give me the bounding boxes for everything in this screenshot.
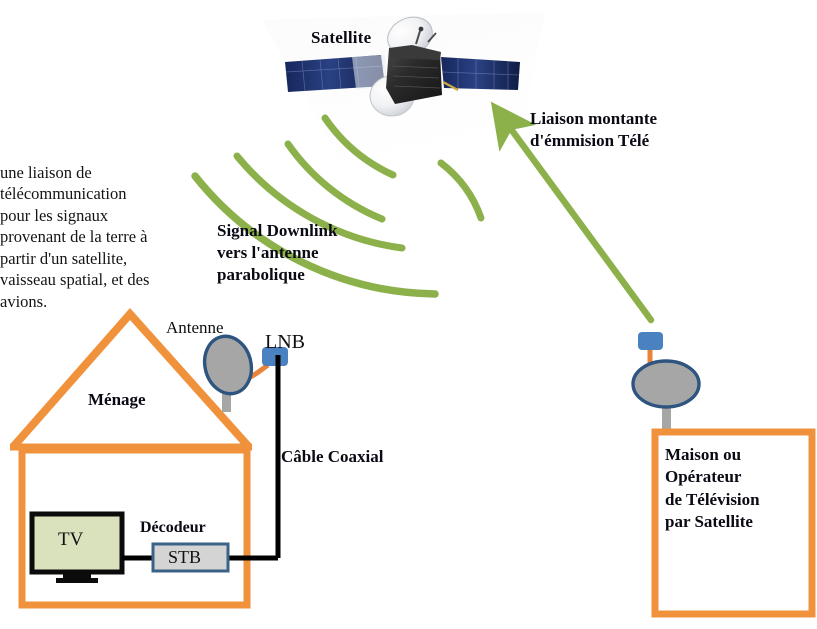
tv-stand-base [56, 578, 98, 583]
signal-arcs-group [437, 159, 485, 222]
satellite-body [386, 26, 459, 104]
solar-panel-right [441, 57, 520, 90]
operator-box [651, 428, 816, 618]
satellite-graphic [285, 16, 520, 117]
solar-panel-left [285, 55, 387, 92]
house-dish [202, 334, 254, 396]
house-lnb-box [262, 347, 288, 366]
uplink-label: Liaison montante d'émmision Télé [530, 109, 658, 151]
house-roof [9, 307, 252, 450]
coaxial-cable-label: Câble Coaxial [281, 447, 384, 466]
downlink-arc-1 [321, 114, 397, 179]
house-antenna [202, 334, 288, 412]
downlink-label: Signal Downlink vers l'antenne paraboliq… [217, 221, 338, 285]
operator-dish [631, 359, 701, 409]
tv-stand [63, 572, 91, 581]
downlink-arc-2 [284, 140, 386, 223]
lnb-label: LNB [265, 331, 305, 353]
tv-label: TV [58, 529, 84, 550]
operator-antenna [631, 332, 701, 434]
antenna-label: Antenne [166, 318, 224, 337]
tv-screen [29, 511, 125, 575]
operator-dish-mast [662, 398, 671, 434]
house-body [18, 446, 251, 609]
decoder-label: Décodeur [140, 519, 206, 536]
stb-label: STB [168, 547, 202, 567]
downlink-arc-4 [191, 172, 439, 298]
house-graphic [9, 307, 252, 609]
coax-cable [228, 355, 281, 561]
description-text: une liaison de télécommunication pour le… [0, 163, 150, 311]
tv-set [29, 511, 153, 583]
satellite-label: Satellite [311, 28, 372, 47]
downlink-arc-3 [233, 152, 406, 252]
signal-arc-1 [437, 159, 485, 222]
downlink-arcs [191, 114, 439, 298]
stb-box [151, 542, 230, 573]
household-label: Ménage [88, 390, 146, 409]
uplink-arrow [490, 101, 655, 324]
operator-lnb-box [638, 332, 663, 350]
operator-label: Maison ou Opérateur de Télévision par Sa… [665, 445, 760, 532]
